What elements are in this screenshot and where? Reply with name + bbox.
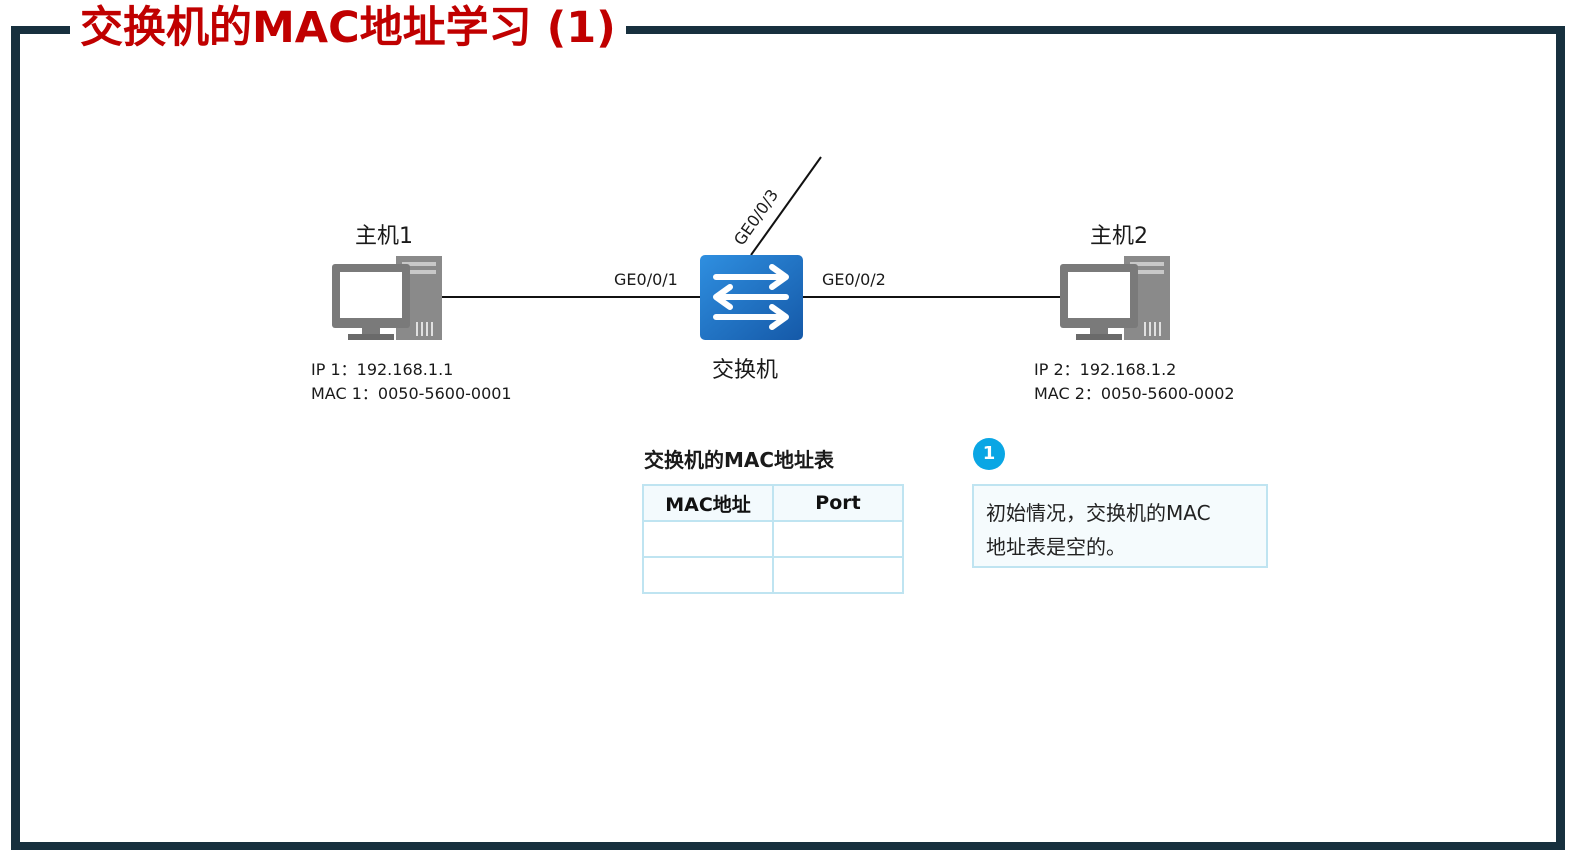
host1-name: 主机1 bbox=[355, 224, 413, 249]
host1-info: IP 1：192.168.1.1 MAC 1：0050-5600-0001 bbox=[311, 358, 512, 406]
header-mac-address: MAC地址 bbox=[642, 484, 774, 522]
host2-mac: MAC 2：0050-5600-0002 bbox=[1034, 384, 1235, 403]
mac-address-table: MAC地址 Port bbox=[642, 484, 904, 594]
header-port: Port bbox=[772, 484, 904, 522]
host2-info: IP 2：192.168.1.2 MAC 2：0050-5600-0002 bbox=[1034, 358, 1235, 406]
link-switch-ge003 bbox=[750, 156, 822, 256]
table-cell-port bbox=[772, 556, 904, 594]
table-cell-port bbox=[772, 520, 904, 558]
mac-table-title: 交换机的MAC地址表 bbox=[644, 448, 835, 472]
host2-ip: IP 2：192.168.1.2 bbox=[1034, 360, 1177, 379]
step-note-line1: 初始情况，交换机的MAC bbox=[986, 501, 1211, 525]
table-row bbox=[642, 520, 904, 558]
table-row bbox=[642, 556, 904, 594]
host1-ip: IP 1：192.168.1.1 bbox=[311, 360, 454, 379]
step-number-badge: 1 bbox=[973, 438, 1005, 470]
slide-title: 交换机的MAC地址学习 (1) bbox=[70, 0, 626, 56]
switch-name: 交换机 bbox=[712, 358, 779, 383]
port-label-ge001: GE0/0/1 bbox=[614, 270, 678, 289]
table-header-row: MAC地址 Port bbox=[642, 484, 904, 522]
step-note-line2: 地址表是空的。 bbox=[986, 535, 1126, 559]
port-label-ge002: GE0/0/2 bbox=[822, 270, 886, 289]
table-cell-mac bbox=[642, 520, 774, 558]
step-note: 初始情况，交换机的MAC 地址表是空的。 bbox=[972, 484, 1268, 568]
table-cell-mac bbox=[642, 556, 774, 594]
switch-icon bbox=[700, 255, 803, 340]
host1-mac: MAC 1：0050-5600-0001 bbox=[311, 384, 512, 403]
host2-name: 主机2 bbox=[1090, 224, 1148, 249]
host1-computer-icon bbox=[332, 256, 442, 340]
host2-computer-icon bbox=[1060, 256, 1170, 340]
